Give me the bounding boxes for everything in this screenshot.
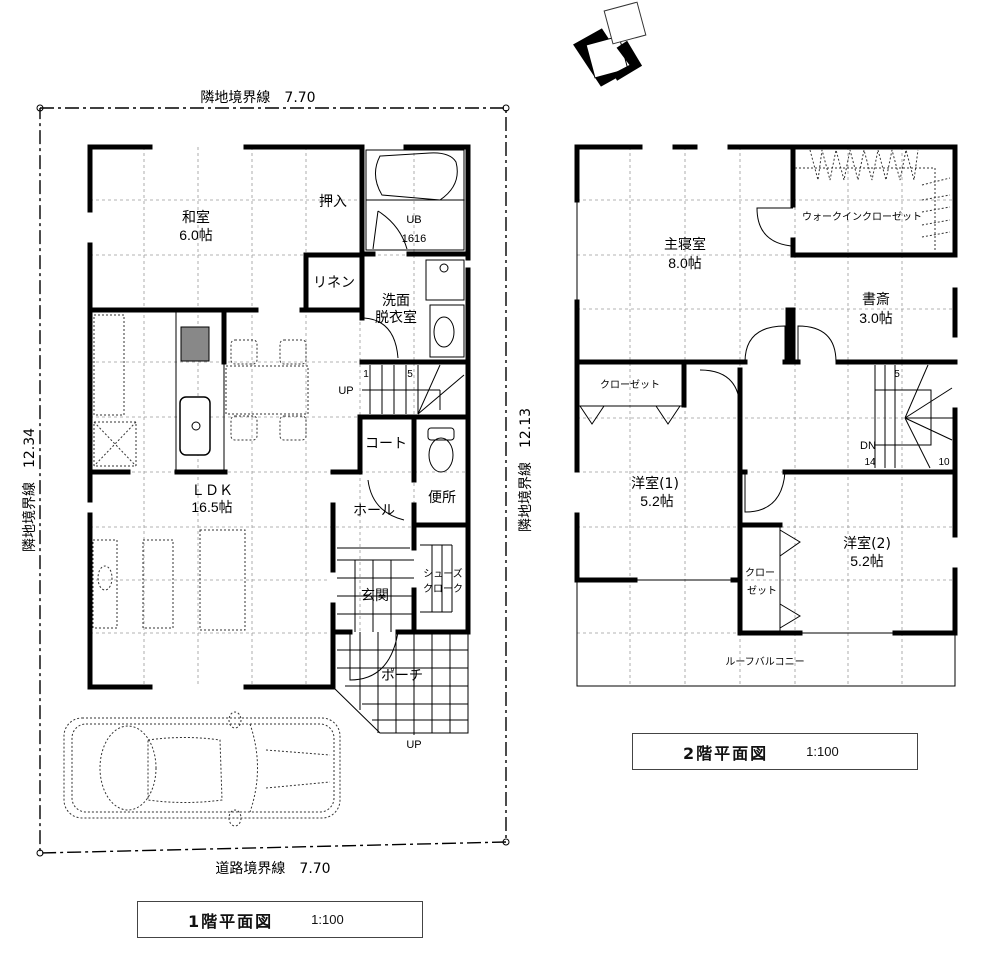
- boundary-bottom-label: 道路境界線 7.70: [215, 861, 330, 877]
- room-closet1-name: クローゼット: [600, 379, 660, 391]
- stairs-step-14: 14: [864, 457, 876, 468]
- room-washitsu-size: 6.0帖: [179, 227, 212, 243]
- stairs-dn-label: DN: [860, 440, 876, 452]
- stairs-up-label: UP: [338, 385, 353, 397]
- stairs-icon: [362, 364, 465, 415]
- floor2-title: 2階平面図: [683, 743, 769, 763]
- boundary-left-label: 隣地境界線 12.34: [22, 428, 38, 552]
- room-ldk-name: ＬＤＫ: [191, 483, 233, 499]
- room-study-name: 書斎: [862, 291, 890, 308]
- room-senmen-name2: 脱衣室: [375, 309, 417, 326]
- room-hall-name: ホール: [353, 503, 395, 519]
- room-study-size: 3.0帖: [859, 310, 892, 326]
- floor1-plan: 和室 6.0帖 押入 UB 1616 リネン 洗面 脱衣室 ＬＤＫ 16.5帖 …: [22, 90, 534, 877]
- room-wic-name: ウォークインクローゼット: [802, 211, 922, 223]
- bathtub-icon: [375, 152, 458, 201]
- floor2-scale: 1:100: [806, 744, 839, 759]
- car-icon: [63, 711, 341, 827]
- room-ldk-size: 16.5帖: [191, 499, 232, 515]
- room-western2-name: 洋室(2): [843, 535, 891, 552]
- room-genkan-name: 玄関: [361, 587, 389, 604]
- room-western1-size: 5.2帖: [640, 493, 673, 509]
- room-shoes-name2: クローク: [423, 583, 463, 595]
- sink-icon: [179, 396, 211, 456]
- floor2-plan: 主寝室 8.0帖 ウォークインクローゼット 書斎 3.0帖 クローゼット 洋室(…: [574, 144, 958, 687]
- floor2-title-box: 2階平面図 1:100: [632, 733, 918, 770]
- boundary-right-label: 隣地境界線 12.13: [518, 408, 534, 532]
- room-western1-name: 洋室(1): [631, 475, 679, 492]
- stairs-step-5: 5: [407, 369, 413, 380]
- room-closet2-name2: ゼット: [747, 585, 777, 597]
- room-ub-name: UB: [406, 214, 421, 226]
- room-porch-name: ポーチ: [381, 668, 423, 684]
- stairs-step-10: 10: [938, 457, 950, 468]
- room-closet2-name: クロー: [745, 567, 775, 579]
- floor1-title-box: 1階平面図 1:100: [137, 901, 423, 938]
- room-western2-size: 5.2帖: [850, 553, 883, 569]
- stairs-step-1: 1: [363, 369, 369, 380]
- room-senmen-name: 洗面: [382, 293, 410, 309]
- north-arrow-icon: [573, 1, 647, 87]
- room-oshiire-name: 押入: [319, 194, 347, 210]
- floor1-scale: 1:100: [311, 912, 344, 927]
- room-ub-size: 1616: [402, 233, 426, 245]
- door-swing: [756, 207, 793, 247]
- room-master-size: 8.0帖: [668, 255, 701, 271]
- room-shoes-name: シューズ: [423, 567, 463, 580]
- sofa-icon: [199, 529, 246, 631]
- porch-up-label: UP: [406, 739, 421, 751]
- property-boundary: [39, 107, 507, 854]
- stairs-icon-2f: [874, 364, 955, 469]
- floor1-title: 1階平面図: [188, 911, 274, 931]
- dining-table-icon: [225, 339, 309, 441]
- room-toilet-name: 便所: [428, 490, 456, 506]
- toilet-icon: [428, 437, 454, 473]
- room-linen-name: リネン: [313, 275, 355, 291]
- room-master-name: 主寝室: [664, 236, 706, 253]
- boundary-top-label: 隣地境界線 7.70: [200, 90, 315, 106]
- room-coat-name: コート: [365, 436, 407, 452]
- room-balcony-name: ルーフバルコニー: [725, 656, 804, 668]
- room-washitsu-name: 和室: [182, 209, 210, 226]
- stove-icon: [180, 326, 210, 362]
- stairs-step-5-2f: 5: [894, 369, 900, 380]
